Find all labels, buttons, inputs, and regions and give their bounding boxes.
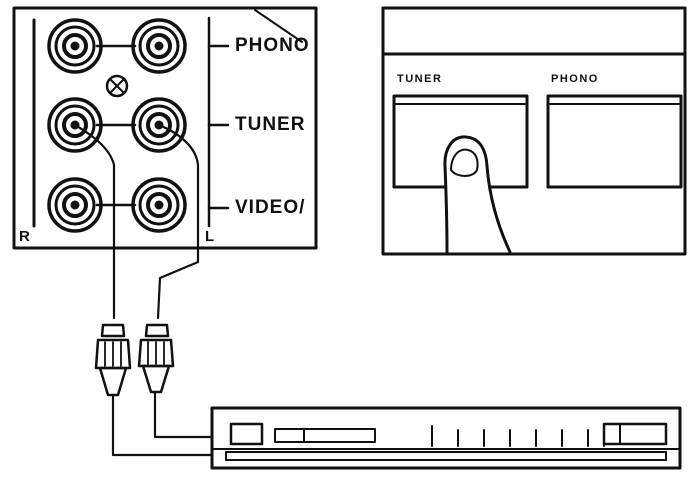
jack-phono-r[interactable] <box>47 18 103 74</box>
rca-plug-left-icon <box>94 323 132 397</box>
tuner-base-strip <box>225 451 667 461</box>
panel-edge-line <box>254 9 303 43</box>
audio-cables <box>73 123 214 457</box>
selector-panel-frame <box>381 6 687 256</box>
cable-left-lower <box>111 393 214 457</box>
input-label-tuner: TUNER <box>235 114 306 135</box>
tuner-unit <box>210 406 682 470</box>
tuner-body <box>210 406 682 470</box>
selector-label-tuner: TUNER <box>397 73 443 85</box>
selector-label-phono: PHONO <box>551 73 599 85</box>
rear-jack-panel <box>12 6 318 250</box>
jack-video-l[interactable] <box>131 177 187 233</box>
rca-plug-right-icon <box>137 323 175 394</box>
tuner-dial-scale <box>431 425 605 447</box>
tuner-tuning-knob[interactable] <box>602 422 668 446</box>
channel-label-right: R <box>19 228 31 245</box>
selector-panel <box>381 6 687 256</box>
jack-tuner-r[interactable] <box>47 97 103 153</box>
pressing-finger-icon <box>443 135 512 254</box>
jack-video-r[interactable] <box>47 177 103 233</box>
tuner-power-button[interactable] <box>229 422 264 446</box>
channel-label-left: L <box>205 228 216 245</box>
jack-panel-frame <box>12 6 318 250</box>
phono-select-button[interactable] <box>546 94 683 189</box>
input-label-phono: PHONO <box>235 35 310 56</box>
ground-screw-icon <box>105 74 129 98</box>
cable-right-lower <box>153 390 214 439</box>
input-label-video: VIDEO/ <box>235 197 306 218</box>
tuner-display-window <box>274 428 376 443</box>
cable-left-upper <box>73 123 116 320</box>
jack-phono-l[interactable] <box>131 18 187 74</box>
cable-right-upper <box>156 123 200 320</box>
